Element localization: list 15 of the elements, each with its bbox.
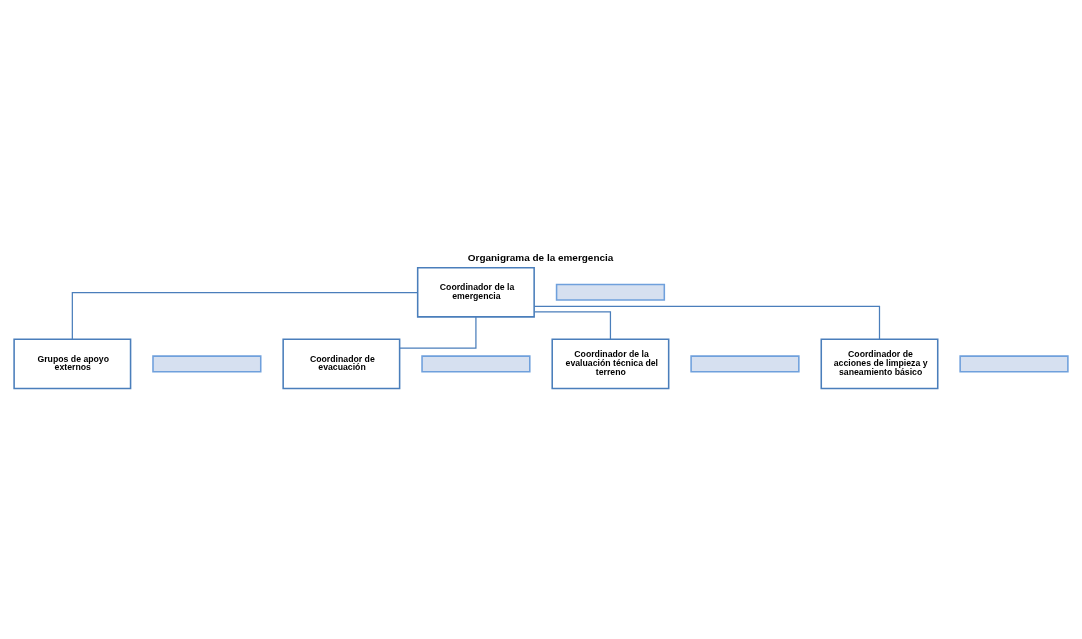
- node-bar: [555, 283, 666, 301]
- node-box: Coordinador de la evaluación técnica del terreno: [551, 338, 670, 389]
- node-bar: [690, 354, 800, 372]
- connector: [533, 310, 612, 340]
- node-bar: [959, 354, 1069, 372]
- node-box: Coordinador de acciones de limpieza y saneamiento básico: [820, 338, 939, 389]
- connector: [399, 315, 477, 349]
- connector: [71, 291, 419, 340]
- node-bar: [421, 354, 531, 372]
- node-box: Grupos de apoyo externos: [13, 338, 132, 389]
- diagram-title: Organigrama de la emergencia: [467, 251, 614, 263]
- connector: [533, 305, 881, 340]
- node-box: Coordinador de evacuación: [282, 338, 401, 389]
- node-bar: [152, 354, 262, 372]
- node-box: Coordinador de la emergencia: [416, 266, 535, 318]
